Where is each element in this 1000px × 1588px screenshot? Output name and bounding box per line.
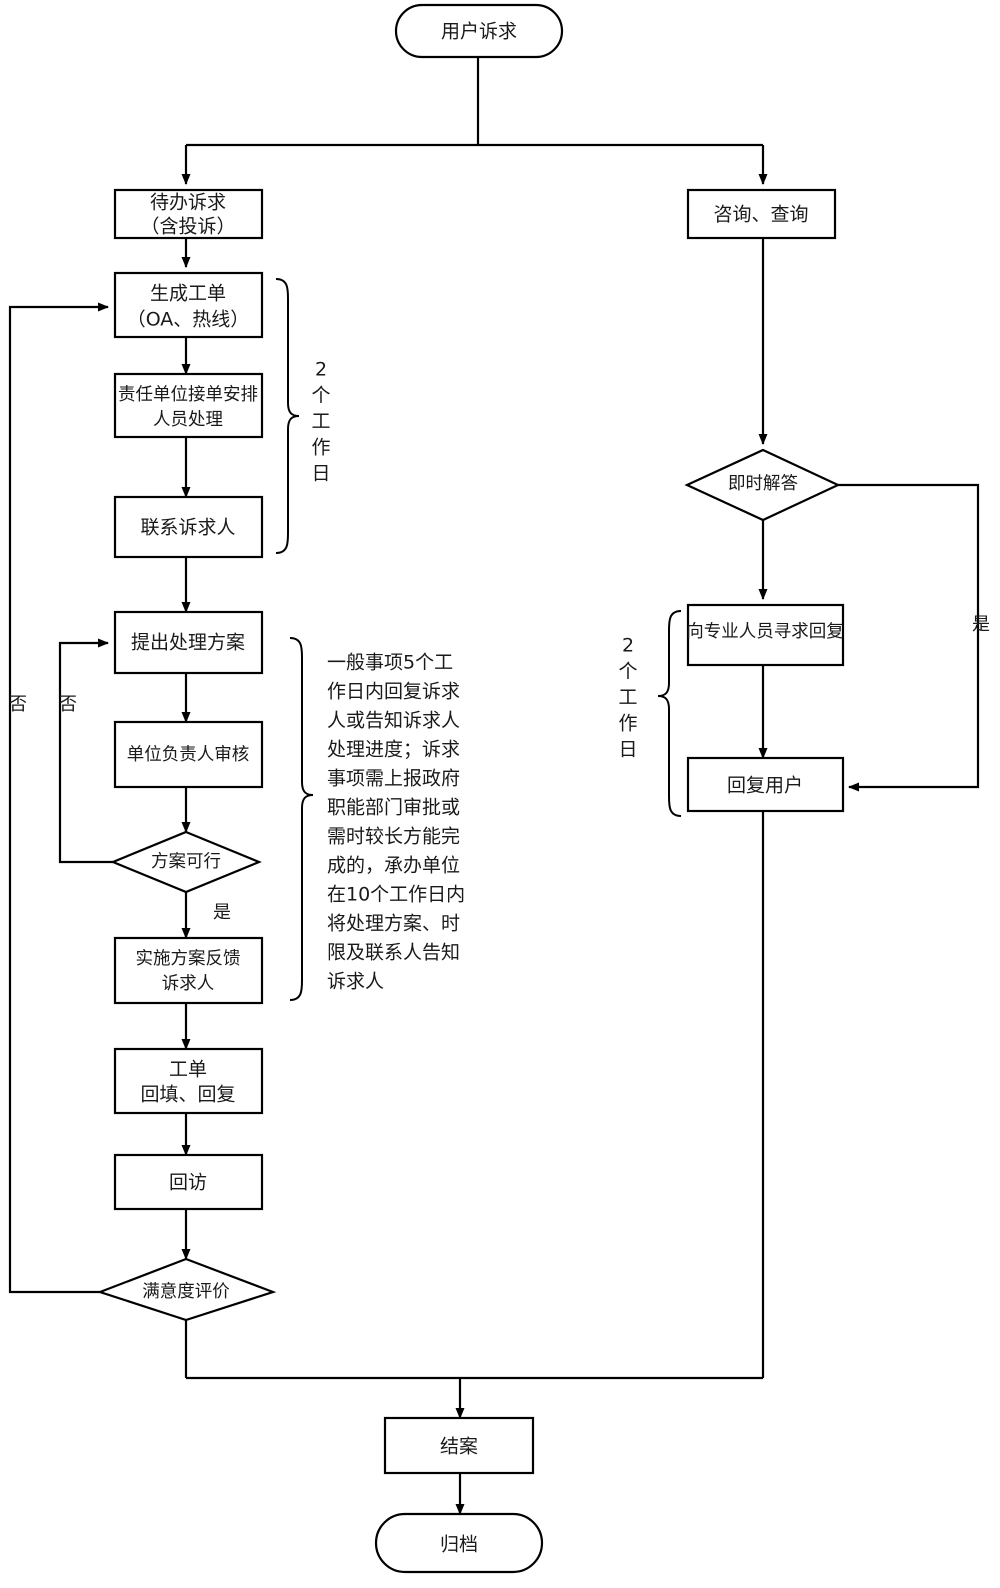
node-assign-handler[interactable]: 责任单位接单安排 人员处理 [113, 372, 264, 439]
note-line-7: 成的，承办单位 [327, 855, 460, 877]
satisfaction-label: 满意度评价 [142, 1282, 230, 1302]
archive-label: 归档 [440, 1534, 478, 1556]
brace-left-top-glyph [275, 278, 300, 554]
followup-shape [113, 1153, 264, 1211]
node-implement-plan[interactable]: 实施方案反馈 诉求人 [113, 936, 264, 1005]
brace-left-top-char-0: 2 [315, 359, 327, 381]
annotation-brace-right: 2 个 工 作 日 [618, 610, 682, 817]
seek-expert-shape [686, 603, 845, 667]
assign-label-line2: 人员处理 [153, 410, 223, 430]
feasible-label: 方案可行 [151, 852, 221, 872]
pending-label-line2: （含投诉） [140, 216, 235, 238]
label-instant-answer-yes: 是 [972, 614, 990, 635]
brace-right-glyph [657, 610, 682, 817]
node-propose-plan[interactable]: 提出处理方案 [113, 610, 264, 675]
brace-left-top-char-4: 日 [311, 463, 330, 485]
note-line-5: 职能部门审批或 [327, 797, 460, 819]
brace-left-top-char-2: 工 [311, 411, 330, 433]
note-line-4: 事项需上报政府 [327, 768, 460, 790]
propose-label: 提出处理方案 [131, 632, 245, 654]
instant-answer-label: 即时解答 [728, 474, 798, 494]
review-shape [113, 720, 264, 789]
satisfaction-shape [96, 1257, 277, 1322]
ticket-fill-label-line2: 回填、回复 [140, 1084, 235, 1106]
node-satisfaction-decision[interactable]: 满意度评价 [96, 1257, 277, 1322]
brace-right-char-1: 个 [618, 661, 637, 683]
label-feasible-no: 否 [59, 694, 77, 715]
consult-shape [686, 188, 837, 240]
review-label: 单位负责人审核 [127, 745, 250, 765]
brace-right-char-0: 2 [622, 635, 634, 657]
note-line-8: 在10个工作日内 [327, 884, 465, 906]
node-close-case[interactable]: 结案 [383, 1416, 535, 1475]
label-feasible-yes: 是 [213, 902, 231, 923]
note-line-6: 需时较长方能完 [327, 826, 460, 848]
create-ticket-shape [113, 271, 264, 339]
edge-label-group: 否 否 是 是 [9, 614, 990, 923]
ticket-fill-shape [113, 1047, 264, 1115]
brace-left-top-char-3: 作 [311, 437, 330, 459]
instant-answer-shape [684, 448, 841, 522]
node-create-ticket[interactable]: 生成工单 （OA、热线） [113, 271, 264, 339]
node-ticket-fillback[interactable]: 工单 回填、回复 [113, 1047, 264, 1115]
pending-shape [113, 188, 264, 240]
contact-shape [113, 495, 264, 559]
implement-label-line1: 实施方案反馈 [136, 949, 241, 969]
node-start[interactable]: 用户诉求 [394, 3, 564, 59]
propose-shape [113, 610, 264, 675]
seek-expert-label: 向专业人员寻求回复 [686, 622, 844, 642]
node-archive[interactable]: 归档 [374, 1512, 544, 1574]
connectors [8, 57, 980, 1515]
node-instant-answer-decision[interactable]: 即时解答 [684, 448, 841, 522]
brace-right-char-2: 工 [618, 687, 637, 709]
edge-satisfaction-no-loop [8, 302, 109, 1294]
label-satisfaction-no: 否 [9, 694, 27, 715]
node-review-plan[interactable]: 单位负责人审核 [113, 720, 264, 789]
consult-label: 咨询、查询 [713, 204, 808, 226]
node-contact-requester[interactable]: 联系诉求人 [113, 495, 264, 559]
implement-label-line2: 诉求人 [162, 974, 215, 994]
node-reply-user[interactable]: 回复用户 [686, 756, 845, 813]
note-line-1: 作日内回复诉求 [327, 681, 460, 703]
pending-label-line1: 待办诉求 [150, 192, 226, 214]
brace-left-top-char-1: 个 [311, 385, 330, 407]
start-shape [394, 3, 564, 59]
note-line-2: 人或告知诉求人 [327, 710, 460, 732]
close-case-label: 结案 [440, 1436, 478, 1458]
node-pending-request[interactable]: 待办诉求 （含投诉） [113, 188, 264, 240]
create-ticket-label-line1: 生成工单 [150, 283, 226, 305]
close-case-shape [383, 1416, 535, 1475]
contact-label: 联系诉求人 [140, 517, 235, 539]
assign-shape [113, 372, 264, 439]
brace-right-char-3: 作 [618, 713, 637, 735]
ticket-fill-label-line1: 工单 [169, 1059, 207, 1081]
create-ticket-label-line2: （OA、热线） [127, 309, 250, 331]
brace-note-glyph [289, 637, 314, 1001]
reply-user-shape [686, 756, 845, 813]
annotation-brace-left-top: 2 个 工 作 日 [275, 278, 331, 554]
note-line-11: 诉求人 [327, 971, 384, 993]
archive-shape [374, 1512, 544, 1574]
node-seek-expert[interactable]: 向专业人员寻求回复 [686, 603, 845, 667]
edge-feasible-no-loop [58, 638, 113, 864]
note-line-9: 将处理方案、时 [327, 913, 460, 935]
assign-label-line1: 责任单位接单安排 [118, 385, 258, 405]
followup-label: 回访 [169, 1172, 207, 1194]
annotation-brace-note: 一般事项5个工 作日内回复诉求 人或告知诉求人 处理进度；诉求 事项需上报政府 … [289, 637, 465, 1001]
brace-right-char-4: 日 [618, 739, 637, 761]
start-label: 用户诉求 [441, 21, 517, 43]
node-feasible-decision[interactable]: 方案可行 [110, 830, 262, 894]
note-line-3: 处理进度；诉求 [327, 739, 460, 761]
node-followup-visit[interactable]: 回访 [113, 1153, 264, 1211]
note-line-10: 限及联系人告知 [327, 942, 460, 964]
edge-instant-yes-to-replyuser [838, 483, 980, 792]
node-consult-query[interactable]: 咨询、查询 [686, 188, 837, 240]
note-line-0: 一般事项5个工 [327, 652, 453, 674]
reply-user-label: 回复用户 [727, 775, 803, 797]
feasible-shape [110, 830, 262, 894]
implement-shape [113, 936, 264, 1005]
